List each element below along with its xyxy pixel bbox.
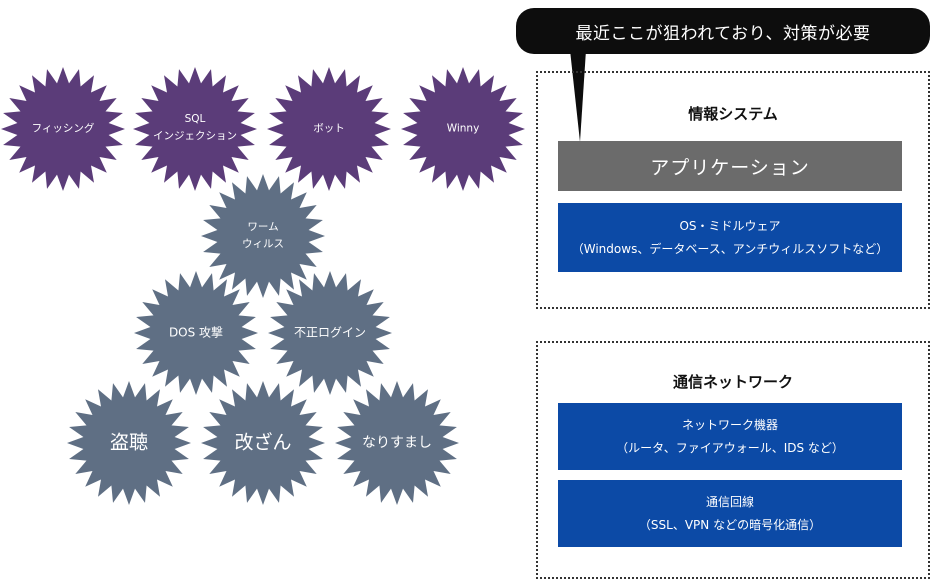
- winny-burst: [401, 67, 525, 191]
- os-middleware-layer: OS・ミドルウェア （Windows、データベース、アンチウィルスソフトなど）: [558, 203, 902, 272]
- threat-label-phishing: フィッシング: [31, 122, 95, 135]
- phishing-burst: [1, 67, 125, 191]
- sql-injection-burst: [133, 67, 257, 191]
- threat-label-unauthorized-login: 不正ログイン: [293, 325, 366, 340]
- eavesdropping-burst: [67, 381, 191, 505]
- worm-virus-burst: [201, 174, 325, 298]
- network-box: 通信ネットワーク: [536, 341, 930, 579]
- threat-label-bot: ボット: [313, 122, 345, 135]
- network-devices-title: ネットワーク機器: [681, 417, 778, 432]
- network-title: 通信ネットワーク: [672, 373, 793, 391]
- threat-label-worm-virus: ワームウィルス: [242, 221, 284, 250]
- threat-label-winny: Winny: [446, 122, 480, 135]
- bot-burst: [267, 67, 391, 191]
- os-middleware-examples: （Windows、データベース、アンチウィルスソフトなど）: [571, 241, 889, 256]
- communication-lines-title: 通信回線: [705, 494, 754, 509]
- os-middleware-title: OS・ミドルウェア: [679, 218, 781, 233]
- dos-attack-burst: [134, 271, 258, 395]
- tampering-burst: [201, 381, 325, 505]
- info-system-title: 情報システム: [688, 105, 778, 123]
- info-system-box: 情報システム: [536, 71, 930, 309]
- communication-lines-layer: 通信回線 （SSL、VPN などの暗号化通信）: [558, 480, 902, 547]
- network-devices-layer: ネットワーク機器 （ルータ、ファイアウォール、IDS など）: [558, 403, 902, 470]
- application-layer: アプリケーション: [558, 141, 902, 191]
- threat-label-spoofing: なりすまし: [362, 434, 432, 451]
- threat-label-dos-attack: DOS 攻撃: [168, 325, 224, 340]
- callout-bubble: 最近ここが狙われており、対策が必要: [516, 8, 930, 54]
- spoofing-burst: [335, 381, 459, 505]
- callout-pointer: [570, 50, 586, 142]
- communication-lines-examples: （SSL、VPN などの暗号化通信）: [638, 517, 822, 532]
- network-devices-examples: （ルータ、ファイアウォール、IDS など）: [616, 440, 844, 455]
- unauthorized-login-burst: [268, 271, 392, 395]
- threat-label-tampering: 改ざん: [234, 431, 292, 454]
- threat-label-eavesdropping: 盗聴: [109, 431, 148, 454]
